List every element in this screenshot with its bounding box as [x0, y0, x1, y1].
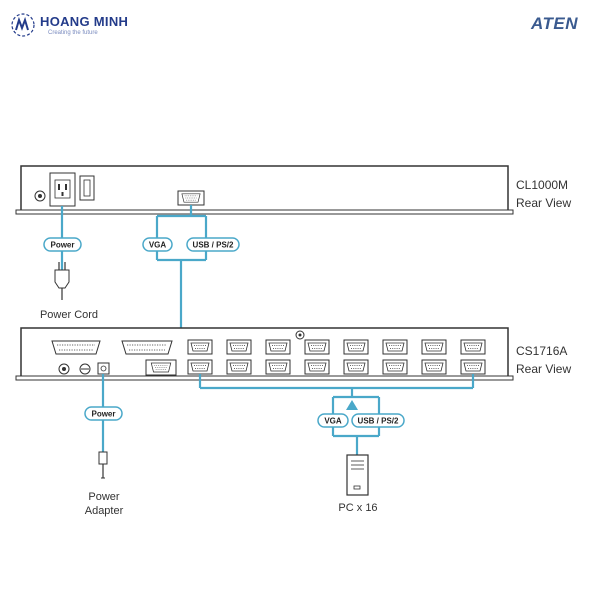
vga-connection-pill-top: VGA [142, 237, 173, 252]
bottom-cables [101, 374, 475, 455]
power-cord-label: Power Cord [40, 309, 98, 321]
cs1716a-model-label: CS1716A [516, 344, 567, 358]
cl1000m-model-label: CL1000M [516, 178, 568, 192]
hm-logo-icon [11, 13, 35, 37]
power-label-top: Power [50, 241, 74, 250]
power-connection-pill-bottom: Power [84, 406, 123, 421]
ground-screw-icon [34, 190, 46, 202]
aten-logo: ATEN [530, 14, 578, 33]
brand-name: HOANG MINH [40, 14, 129, 29]
power-adapter-label-line2: Adapter [85, 505, 124, 517]
usb-connection-pill-bottom: USB / PS/2 [351, 413, 405, 428]
usb-label-bottom: USB / PS/2 [358, 417, 399, 426]
power-adapter-plug-icon [98, 451, 108, 479]
vga-connection-pill-bottom: VGA [317, 413, 349, 428]
cl1000m-view-label: Rear View [516, 196, 571, 210]
kvm-console-port-icon [145, 359, 177, 376]
usb-connection-pill-top: USB / PS/2 [186, 237, 240, 252]
arrow-up-icon [346, 400, 358, 410]
vga-label-bottom: VGA [324, 417, 342, 426]
power-connection-pill-top: Power [43, 237, 82, 252]
center-screw-icon [295, 330, 305, 340]
expansion-port-icon [121, 340, 173, 355]
daisy-chain-port-icon [51, 340, 101, 355]
power-cord-plug-icon [54, 262, 70, 300]
power-switch-icon [79, 175, 95, 201]
vga-label-top: VGA [149, 241, 167, 250]
power-jack-icon [97, 362, 110, 375]
hoang-minh-logo: HOANG MINH Creating the future [10, 12, 140, 42]
pc-label: PC x 16 [338, 502, 377, 514]
cs1716a-rear-panel [15, 327, 514, 381]
cl1000m-rear-panel [15, 165, 514, 215]
power-adapter-label-line1: Power [88, 491, 120, 503]
power-socket-icon [49, 172, 76, 207]
console-port-icon [177, 190, 205, 206]
brand-tagline: Creating the future [48, 30, 98, 36]
power-label-bottom: Power [91, 410, 115, 419]
pc-tower-icon [346, 454, 369, 496]
usb-label-top: USB / PS/2 [193, 241, 234, 250]
ground-screw-icon-bottom [58, 363, 70, 375]
fuse-icon [79, 363, 91, 375]
cs1716a-view-label: Rear View [516, 362, 571, 376]
